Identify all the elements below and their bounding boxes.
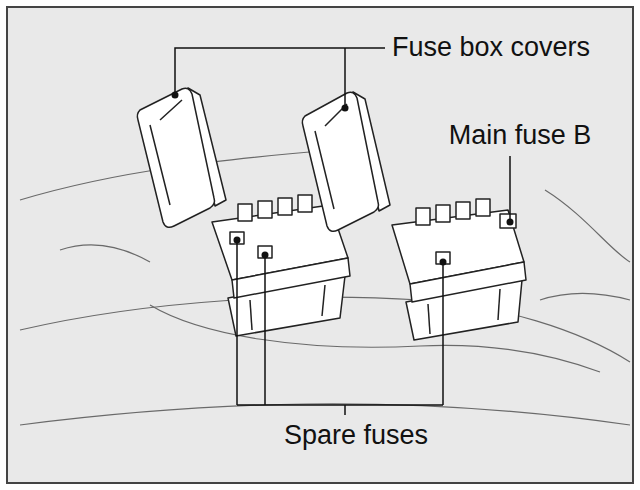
leader-line <box>344 48 346 108</box>
main-fuse <box>500 214 516 228</box>
leader-dot <box>342 105 349 112</box>
callout-label: Fuse box covers <box>392 33 590 63</box>
leader-dots <box>172 92 514 266</box>
fuse <box>238 204 252 221</box>
fuse <box>476 199 490 216</box>
leader-dot <box>234 237 241 244</box>
leader-dot <box>507 219 514 226</box>
engine-line <box>540 293 630 300</box>
leader-dot <box>262 252 269 259</box>
fuse <box>298 195 312 212</box>
spare-fuse <box>230 232 244 244</box>
engine-line <box>545 190 630 262</box>
leader-lines <box>175 48 510 415</box>
fuse <box>456 202 470 219</box>
fuse <box>416 208 430 225</box>
box-front <box>232 258 350 298</box>
leader-dot <box>172 92 179 99</box>
box-clip <box>322 285 325 316</box>
leader-dot <box>440 259 447 266</box>
frame <box>7 7 633 483</box>
callout-label: Spare fuses <box>284 421 428 451</box>
fuse-box-cover <box>302 92 378 231</box>
callout-label: Main fuse B <box>449 121 592 151</box>
box-clip <box>498 289 500 320</box>
fuse <box>278 198 292 215</box>
box-clip <box>428 304 430 334</box>
fuse <box>436 205 450 222</box>
bracket-line <box>237 240 443 415</box>
cover-detail <box>315 104 347 209</box>
leader-line <box>509 156 511 222</box>
spare-fuse <box>258 246 272 258</box>
fuse <box>258 201 272 218</box>
leader-line <box>175 48 385 95</box>
fuse-box-cover <box>137 88 214 227</box>
engine-line <box>150 305 600 372</box>
box-clip <box>250 300 252 330</box>
box-front <box>410 262 526 302</box>
cover-detail <box>150 100 182 205</box>
engine-line <box>60 245 150 262</box>
